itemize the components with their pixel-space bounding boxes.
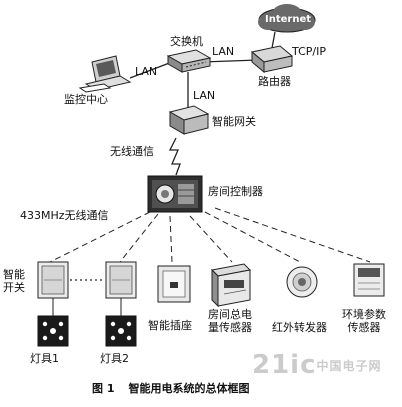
wireless-433-label: 433MHz无线通信 bbox=[20, 209, 109, 222]
lan-right-link bbox=[201, 59, 259, 63]
connection-lines bbox=[129, 31, 276, 176]
smart-socket-icon bbox=[157, 265, 191, 303]
smart-switch-label: 智能开关 bbox=[3, 268, 25, 294]
figure-caption: 图 1 智能用电系统的总体框图 bbox=[0, 380, 402, 396]
lan-down-label: LAN bbox=[193, 89, 216, 102]
room-controller-label: 房间控制器 bbox=[208, 185, 263, 198]
lamp-1-icon bbox=[37, 315, 69, 347]
wireless-fan bbox=[49, 207, 371, 263]
power-sensor-icon bbox=[210, 263, 252, 308]
smart-socket-label: 智能插座 bbox=[148, 319, 192, 332]
smart-switch-1-icon bbox=[37, 261, 69, 299]
figure-number: 图 1 bbox=[92, 382, 115, 395]
wireless-label: 无线通信 bbox=[110, 145, 154, 158]
switch-label: 交换机 bbox=[170, 35, 203, 48]
env-sensor-label: 环境参数传感器 bbox=[342, 308, 386, 334]
room-controller-icon bbox=[147, 175, 203, 213]
power-sensor-label: 房间总电量传感器 bbox=[208, 308, 252, 334]
lamp-2-label: 灯具2 bbox=[100, 352, 129, 365]
computer-icon bbox=[78, 55, 132, 93]
router-label: 路由器 bbox=[258, 75, 291, 88]
monitor-center-label: 监控中心 bbox=[64, 93, 108, 106]
smart-switch-2-icon bbox=[105, 261, 137, 299]
ir-transmitter-icon bbox=[286, 266, 318, 298]
tcpip-label: TCP/IP bbox=[292, 45, 326, 58]
figure-title: 智能用电系统的总体框图 bbox=[128, 382, 250, 395]
internet-cloud bbox=[258, 4, 316, 33]
ir-transmitter-label: 红外转发器 bbox=[272, 321, 327, 334]
lamp-2-icon bbox=[105, 315, 137, 347]
internet-label: Internet bbox=[265, 14, 312, 25]
gateway-label: 智能网关 bbox=[212, 115, 256, 128]
internet-link bbox=[271, 31, 276, 49]
lan-right-label: LAN bbox=[212, 45, 235, 58]
switch-icon bbox=[166, 49, 212, 73]
lan-left-link bbox=[129, 61, 173, 79]
lan-left-label: LAN bbox=[135, 65, 158, 78]
lamp-1-label: 灯具1 bbox=[30, 352, 59, 365]
gateway-icon bbox=[168, 105, 210, 135]
wireless-zigzag bbox=[168, 137, 181, 176]
env-sensor-icon bbox=[353, 263, 385, 297]
watermark: 21ic中国电子网 bbox=[252, 350, 382, 380]
router-icon bbox=[250, 45, 294, 74]
